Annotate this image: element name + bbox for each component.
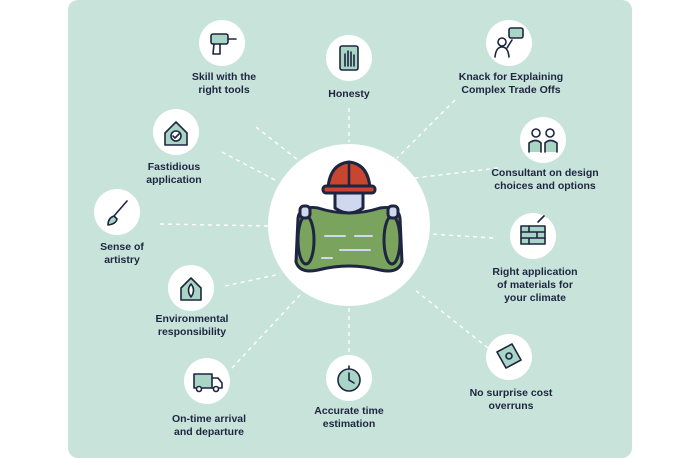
connector-materials [429, 233, 494, 239]
connector-environment [224, 273, 281, 287]
eco-house-icon [180, 277, 202, 301]
connector-artistry [159, 223, 269, 227]
two-people-icon-circle [520, 117, 566, 163]
connector-explain [396, 99, 456, 159]
presenter-speech-icon [494, 27, 524, 58]
delivery-van-icon [193, 373, 223, 393]
money-bill-icon [496, 343, 522, 369]
presenter-speech-icon-circle [486, 20, 532, 66]
construction-worker-blueprint-icon [294, 160, 404, 273]
connector-consultant [414, 167, 499, 179]
label-honesty: Honesty [328, 88, 370, 100]
connector-fastidious [221, 151, 276, 181]
connector-tools [255, 126, 299, 161]
paintbrush-icon [107, 200, 128, 226]
brick-wall-icon [520, 215, 546, 245]
connector-ontime [231, 294, 301, 369]
hand-on-book-icon [339, 45, 359, 71]
two-people-icon [528, 128, 558, 153]
stopwatch-icon [337, 365, 361, 392]
house-check-icon [164, 121, 188, 146]
drill-icon [210, 33, 237, 55]
